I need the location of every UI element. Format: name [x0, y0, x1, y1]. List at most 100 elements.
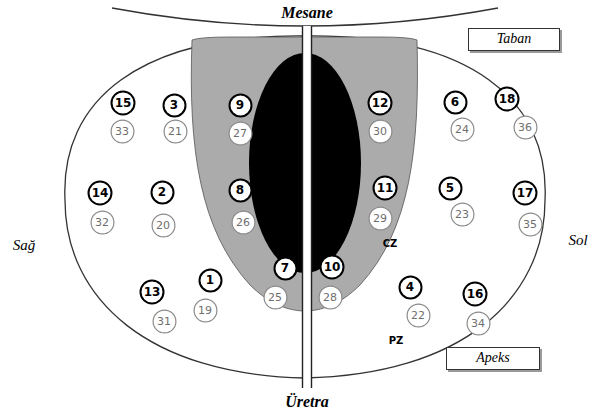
region-label: Taban — [497, 32, 532, 46]
circle-shape — [399, 276, 421, 298]
biopsy-site-circle: 33 — [110, 119, 135, 144]
urethra-channel — [302, 26, 312, 388]
site-number: 29 — [373, 213, 387, 224]
site-number: 12 — [372, 97, 389, 109]
site-number: 18 — [499, 93, 516, 105]
circle-shape — [369, 92, 392, 115]
site-number: 32 — [95, 217, 109, 228]
circle-shape — [374, 177, 397, 200]
biopsy-site-circle: 24 — [450, 117, 475, 142]
site-number: 28 — [323, 292, 337, 303]
site-number: 34 — [471, 318, 485, 329]
circle-shape — [152, 214, 175, 237]
circle-shape — [451, 203, 474, 226]
site-number: 19 — [198, 305, 212, 316]
biopsy-site-circle: 13 — [139, 279, 165, 305]
site-number: 31 — [157, 316, 171, 327]
biopsy-site-circle: 18 — [494, 86, 520, 112]
biopsy-site-circle: 35 — [518, 212, 543, 237]
site-number: 15 — [115, 97, 132, 109]
organ-label: Üretra — [285, 394, 329, 410]
zone-label: PZ — [389, 336, 404, 346]
site-number: 21 — [168, 126, 182, 137]
site-number: 8 — [236, 184, 244, 196]
biopsy-site-circle: 10 — [319, 254, 345, 280]
biopsy-site-circle: 20 — [151, 213, 176, 238]
circle-shape — [264, 286, 287, 309]
side-label: Sol — [568, 233, 587, 248]
site-number: 36 — [518, 122, 532, 133]
circle-shape — [467, 312, 490, 335]
site-number: 26 — [236, 217, 250, 228]
site-number: 9 — [236, 99, 244, 111]
biopsy-site-circle: 36 — [513, 115, 538, 140]
site-number: 22 — [411, 310, 425, 321]
biopsy-site-circle: 30 — [368, 119, 393, 144]
site-number: 10 — [324, 261, 341, 273]
biopsy-site-circle: 22 — [406, 303, 431, 328]
biopsy-site-circle: 32 — [90, 210, 115, 235]
circle-shape — [112, 92, 135, 115]
circle-shape — [91, 211, 114, 234]
site-number: 6 — [451, 96, 459, 108]
biopsy-site-circle: 9 — [228, 93, 253, 118]
circle-shape — [514, 182, 537, 205]
circle-shape — [163, 94, 185, 116]
circle-shape — [229, 94, 251, 116]
circle-shape — [229, 179, 251, 201]
site-number: 17 — [517, 187, 534, 199]
biopsy-site-circle: 11 — [372, 175, 398, 201]
site-number: 4 — [406, 281, 414, 293]
circle-shape — [89, 182, 112, 205]
site-number: 33 — [115, 126, 129, 137]
biopsy-site-circle: 29 — [368, 206, 393, 231]
circle-shape — [319, 286, 342, 309]
biopsy-site-circle: 7 — [273, 256, 298, 281]
biopsy-site-circle: 14 — [87, 180, 113, 206]
circle-shape — [464, 283, 487, 306]
region-box: Taban — [468, 28, 560, 51]
zone-label: CZ — [383, 239, 398, 249]
circle-shape — [199, 269, 221, 291]
site-number: 25 — [268, 292, 282, 303]
site-number: 1 — [206, 274, 214, 286]
circle-shape — [111, 120, 134, 143]
site-number: 14 — [92, 187, 109, 199]
organ-label: Mesane — [281, 5, 333, 21]
site-number: 35 — [523, 219, 537, 230]
side-label: Sağ — [13, 238, 36, 253]
circle-shape — [407, 304, 430, 327]
biopsy-site-circle: 21 — [163, 119, 188, 144]
biopsy-site-circle: 1 — [198, 268, 223, 293]
circle-shape — [451, 118, 474, 141]
circle-shape — [229, 122, 252, 145]
circle-shape — [496, 88, 519, 111]
biopsy-site-circle: 15 — [110, 90, 136, 116]
biopsy-site-circle: 8 — [228, 178, 253, 203]
site-number: 13 — [144, 286, 161, 298]
circle-shape — [369, 120, 392, 143]
biopsy-site-circle: 6 — [443, 90, 468, 115]
biopsy-site-circle: 19 — [193, 298, 218, 323]
circle-shape — [519, 213, 542, 236]
biopsy-site-circle: 27 — [228, 121, 253, 146]
biopsy-site-circle: 34 — [466, 311, 491, 336]
circle-shape — [514, 116, 537, 139]
site-number: 23 — [455, 209, 469, 220]
site-number: 3 — [170, 99, 178, 111]
circle-shape — [439, 177, 461, 199]
circle-shape — [321, 256, 344, 279]
urethra-wall — [311, 26, 312, 388]
circle-shape — [141, 281, 164, 304]
biopsy-site-circle: 4 — [398, 275, 423, 300]
site-number: 11 — [377, 182, 394, 194]
circle-shape — [151, 181, 173, 203]
biopsy-site-circle: 16 — [462, 281, 488, 307]
circle-shape — [153, 310, 176, 333]
site-number: 7 — [281, 262, 289, 274]
urethra-wall — [302, 26, 303, 388]
biopsy-site-circle: 12 — [367, 90, 393, 116]
region-box: Apeks — [446, 347, 540, 370]
biopsy-site-circle: 2 — [150, 180, 175, 205]
site-number: 30 — [373, 126, 387, 137]
